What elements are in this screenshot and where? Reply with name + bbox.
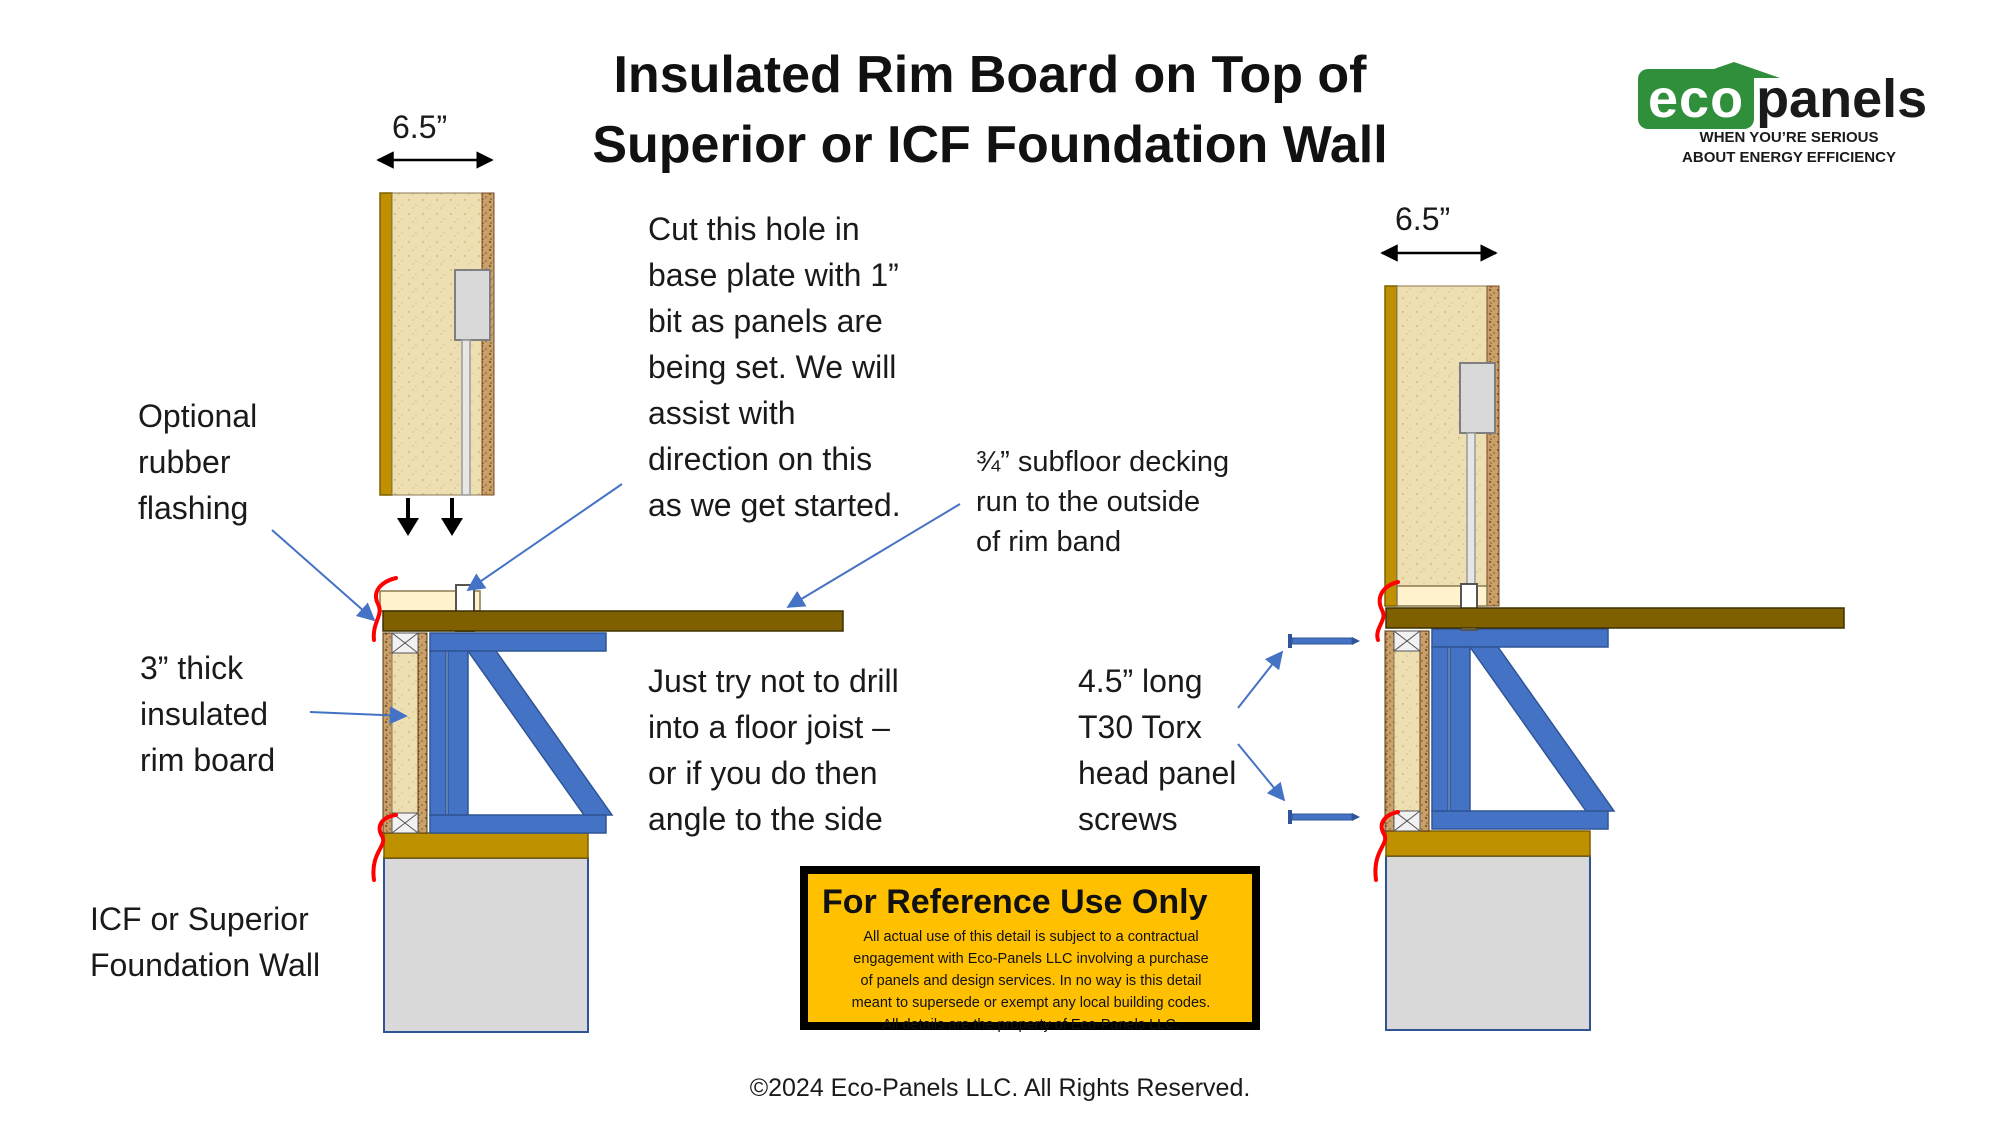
logo-tagline-1: WHEN YOU’RE SERIOUS [1699, 129, 1879, 146]
rim-board-line: insulated [140, 696, 269, 732]
screw-pointer-arrow-lower [1237, 743, 1286, 802]
subfloor-line: ¾” subfloor decking [976, 446, 1230, 478]
drill-line: into a floor joist – [648, 709, 890, 745]
left-detail [271, 151, 961, 1033]
page-title: Insulated Rim Board on Top of Superior o… [560, 40, 1420, 180]
right-wall-panel [1384, 285, 1500, 607]
subfloor-pointer-arrow [786, 503, 961, 608]
subfloor-line: run to the outside [976, 486, 1201, 518]
drill-line: Just try not to drill [648, 663, 899, 699]
right-rubber-flashing-top [1375, 580, 1400, 642]
left-subfloor-decking [382, 610, 844, 632]
left-wall-panel [379, 192, 495, 496]
screws-note: 4.5” long T30 Torx head panel screws [1078, 658, 1236, 842]
right-detail [1237, 244, 1845, 1031]
cut-hole-line: Cut this hole in [648, 211, 860, 247]
rim-board-line: 3” thick [140, 650, 244, 686]
screw-icon-lower [1288, 810, 1360, 824]
right-floor-joist [1431, 628, 1616, 830]
flashing-line: rubber [138, 444, 231, 480]
reference-line: All details are the property of Eco-Pane… [882, 1017, 1180, 1033]
logo-tagline-2: ABOUT ENERGY EFFICIENCY [1682, 149, 1896, 166]
screws-line: 4.5” long [1078, 663, 1203, 699]
left-lowering-arrows [397, 498, 463, 536]
reference-body: All actual use of this detail is subject… [816, 926, 1246, 1036]
right-sill-plate [1385, 830, 1591, 857]
foundation-line: ICF or Superior [90, 901, 309, 937]
screws-line: screws [1078, 801, 1178, 837]
flashing-pointer-arrow [271, 529, 376, 622]
left-floor-joist [429, 632, 614, 834]
rim-board-pointer-arrow [309, 706, 408, 725]
drill-line: or if you do then [648, 755, 878, 791]
cut-hole-line: base plate with 1” [648, 257, 899, 293]
foundation-note: ICF or Superior Foundation Wall [90, 896, 320, 988]
cut-hole-line: bit as panels are [648, 303, 883, 339]
right-rim-board [1384, 630, 1430, 832]
left-rim-board [382, 632, 428, 834]
right-dimension-label: 6.5” [1395, 201, 1451, 237]
left-dimension-label: 6.5” [392, 109, 448, 145]
logo-eco-text: eco [1638, 69, 1755, 129]
right-subfloor-decking [1385, 607, 1845, 629]
reference-line: of panels and design services. In no way… [860, 973, 1202, 989]
foundation-line: Foundation Wall [90, 947, 321, 983]
copyright-notice: ©2024 Eco-Panels LLC. All Rights Reserve… [749, 1074, 1251, 1102]
left-rubber-flashing-top [371, 576, 398, 642]
right-electrical-box [1459, 362, 1496, 434]
drill-line: angle to the side [648, 801, 883, 837]
cut-hole-line: assist with [648, 395, 796, 431]
left-electrical-box [454, 269, 491, 341]
rim-board-note: 3” thick insulated rim board [140, 645, 275, 783]
screws-line: head panel [1078, 755, 1237, 791]
reference-line: meant to supersede or exempt any local b… [851, 995, 1211, 1011]
flashing-note: Optional rubber flashing [138, 393, 257, 531]
right-rubber-flashing-bottom [1373, 810, 1400, 882]
cut-hole-line: being set. We will [648, 349, 897, 385]
screw-icon-upper [1288, 634, 1360, 648]
subfloor-note: ¾” subfloor decking run to the outside o… [976, 442, 1229, 562]
screw-pointer-arrow-upper [1237, 650, 1284, 709]
logo-panels-text: panels [1756, 69, 1928, 129]
reference-title: For Reference Use Only [822, 883, 1208, 921]
left-foundation-wall [383, 857, 589, 1033]
rim-board-line: rim board [140, 742, 276, 778]
left-rubber-flashing-bottom [371, 813, 398, 882]
title-line-1: Insulated Rim Board on Top of [613, 46, 1367, 104]
flashing-line: flashing [138, 490, 249, 526]
cut-hole-note: Cut this hole in base plate with 1” bit … [648, 206, 901, 528]
flashing-line: Optional [138, 398, 258, 434]
drill-note: Just try not to drill into a floor joist… [648, 658, 899, 842]
reference-disclaimer-box: For Reference Use Only All actual use of… [800, 866, 1260, 1033]
reference-line: engagement with Eco-Panels LLC involving… [853, 951, 1209, 967]
cut-hole-line: direction on this [648, 441, 873, 477]
cut-hole-line: as we get started. [648, 487, 901, 523]
hole-pointer-arrow [466, 483, 623, 592]
reference-line: All actual use of this detail is subject… [863, 929, 1199, 945]
screws-line: T30 Torx [1078, 709, 1202, 745]
subfloor-line: of rim band [976, 526, 1122, 558]
title-line-2: Superior or ICF Foundation Wall [592, 116, 1388, 174]
left-sill-plate [383, 832, 589, 859]
right-foundation-wall [1385, 855, 1591, 1031]
